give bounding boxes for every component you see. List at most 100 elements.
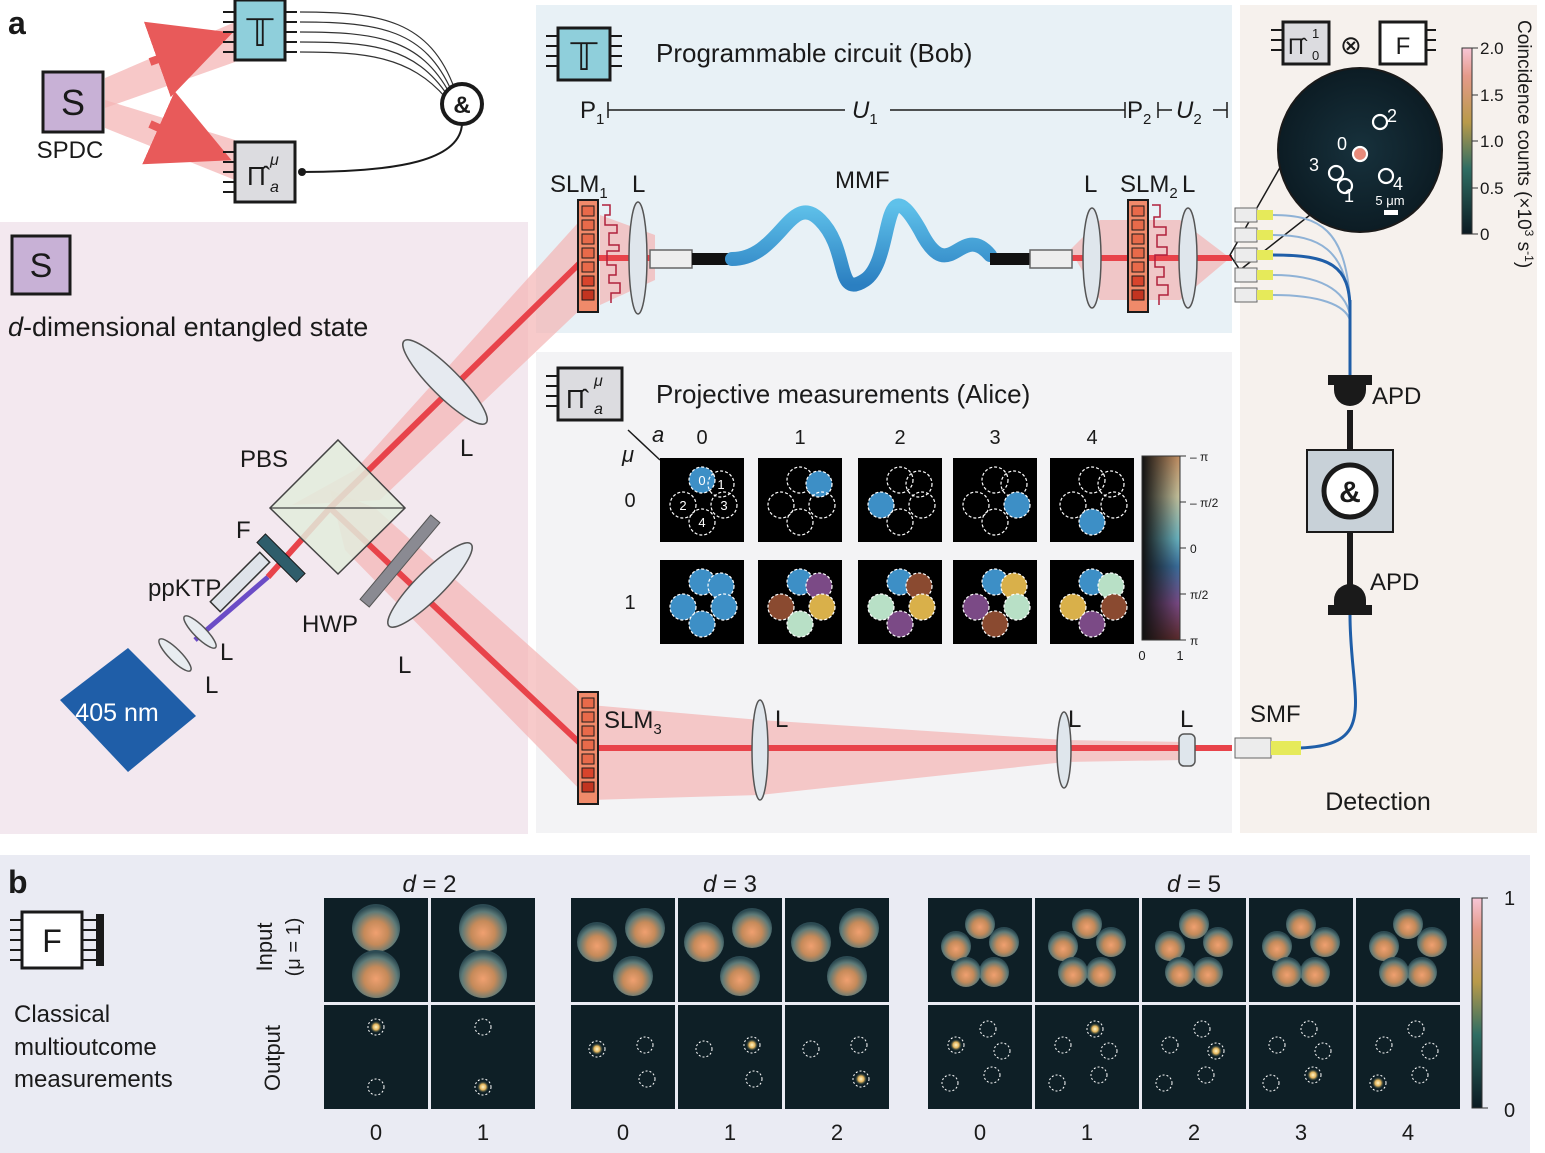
alice-pattern-tile: [758, 560, 842, 644]
svg-text:Π̂: Π̂: [247, 161, 271, 191]
camera-spot-label: 0: [1337, 134, 1347, 154]
panel-b-output-tile: [1035, 1005, 1139, 1109]
slm2-label: SLM2: [1120, 171, 1178, 202]
counts-tick-label: 0.5: [1480, 179, 1504, 198]
alice-pattern-tile: [660, 560, 744, 644]
slm1: [577, 199, 621, 313]
camera-spot-label: 4: [1393, 174, 1403, 194]
scale-bar: [1384, 210, 1398, 215]
schematic-alice-fibre: [299, 123, 463, 173]
apd-top: [1328, 375, 1372, 406]
panel-b-outcome-label: 1: [1081, 1120, 1093, 1145]
filter: [256, 533, 306, 583]
alice-mu-label: μ: [621, 442, 634, 467]
panel-b-outcome-label: 1: [724, 1120, 736, 1145]
alice-icon: Π̂ μ a: [546, 366, 624, 422]
panel-b-output-tile: [928, 1005, 1032, 1109]
pump-lens-label-2: L: [205, 672, 218, 699]
pbs-cube: [268, 438, 407, 576]
counts-tick-label: 1.0: [1480, 132, 1504, 151]
phase-colorbar-x1: 1: [1176, 648, 1183, 663]
camera-spot-label: 1: [1344, 186, 1354, 206]
spot-number: 4: [698, 515, 705, 530]
alice-lens-1-label: L: [775, 706, 788, 733]
source-lens-upper: [402, 339, 488, 425]
bob-lens-3-label: L: [1182, 171, 1195, 198]
camera-spot-label: 2: [1387, 106, 1397, 126]
row-label-input-sub: (μ = 1): [283, 918, 305, 977]
panel-b-caption-2: multioutcome: [14, 1034, 157, 1061]
pbs-label: PBS: [240, 446, 288, 473]
alice-pattern-tile: [758, 458, 842, 542]
hwp-plate: [359, 514, 441, 608]
svg-text:μ: μ: [593, 373, 603, 390]
alice-lens-1: [751, 699, 769, 801]
panel-b-caption-3: measurements: [14, 1066, 173, 1093]
panel-b-output-tile: [1356, 1005, 1460, 1109]
svg-text:405 nm: 405 nm: [75, 699, 158, 727]
panel-b-group-title: d = 3: [703, 871, 757, 898]
svg-text:S: S: [61, 82, 85, 123]
panel-b-input-tile: [678, 898, 782, 1002]
panel-b-output-tile: [1142, 1005, 1246, 1109]
source-lens-lower: [387, 542, 473, 628]
apd-bottom-label: APD: [1370, 569, 1419, 596]
counts-tick-label: 0: [1480, 225, 1489, 244]
svg-text:1: 1: [1312, 26, 1319, 41]
svg-text:a: a: [594, 401, 603, 418]
u1-label: U1: [852, 97, 878, 128]
svg-text:&: &: [453, 92, 470, 119]
slm2: [1127, 199, 1169, 313]
bob-lens-2-label: L: [1084, 171, 1097, 198]
svg-text:Π̂: Π̂: [566, 384, 590, 414]
bob-lens-3: [1178, 207, 1198, 309]
alice-row-label: 0: [624, 490, 635, 512]
p2-label: P2: [1127, 97, 1151, 128]
panel-b-outcome-label: 0: [617, 1120, 629, 1145]
alice-pattern-tile: [1050, 560, 1134, 644]
schematic-t-box: 𝕋: [223, 0, 297, 62]
svg-text:a: a: [270, 179, 279, 196]
phase-tick-label: π: [1190, 634, 1198, 648]
phase-tick-label: – π/2: [1190, 496, 1219, 510]
mmf-label: MMF: [835, 167, 890, 194]
phase-colorbar-x0: 0: [1138, 648, 1145, 663]
row-label-input: Input: [252, 923, 277, 972]
counts-colorbar: [1461, 47, 1473, 235]
spot-number: 3: [720, 498, 727, 513]
panel-letter-a: a: [8, 5, 26, 41]
detection-icon-pi: Π̂ 1 0: [1271, 20, 1331, 66]
ppktp-label: ppKTP: [148, 575, 221, 602]
spdc-box: S: [41, 70, 105, 134]
counts-colorbar-label: Coincidence counts (×103 s-1): [1513, 20, 1536, 268]
svg-text:𝕋: 𝕋: [570, 37, 599, 79]
bob-title: Programmable circuit (Bob): [656, 38, 972, 68]
panel-b-colorbar-top: 1: [1504, 888, 1515, 910]
panel-b-caption-1: Classical: [14, 1001, 110, 1028]
camera-spot: [1336, 177, 1354, 195]
alice-lens-3: [1178, 733, 1196, 767]
alice-col-label: 0: [696, 427, 707, 449]
fibre-bundle: [299, 11, 456, 99]
spot-number: 2: [679, 498, 686, 513]
scale-label: 5 μm: [1375, 193, 1404, 208]
schematic: S SPDC 𝕋 &: [37, 0, 484, 204]
panel-b-colorbar: [1471, 897, 1488, 1109]
panel-b-colorbar-bottom: 0: [1504, 1100, 1515, 1122]
alice-lens-2-label: L: [1068, 706, 1081, 733]
phase-colorbar-ticks: – π– π/20π/2π: [1180, 450, 1219, 648]
apd-top-label: APD: [1372, 383, 1421, 410]
panel-b-group-title: d = 2: [402, 871, 456, 898]
alice-a-label: a: [652, 422, 664, 447]
panel-b-group-title: d = 5: [1167, 871, 1221, 898]
counts-tick-label: 2.0: [1480, 39, 1504, 58]
alice-pattern-tile: [1050, 458, 1134, 542]
slm1-label: SLM1: [550, 171, 608, 202]
pump-lenses: [158, 615, 217, 672]
source-box: S: [10, 234, 72, 296]
fibre-array: [1234, 207, 1352, 375]
svg-text:𝕋: 𝕋: [246, 13, 275, 55]
phase-colorbar: [1141, 455, 1181, 641]
